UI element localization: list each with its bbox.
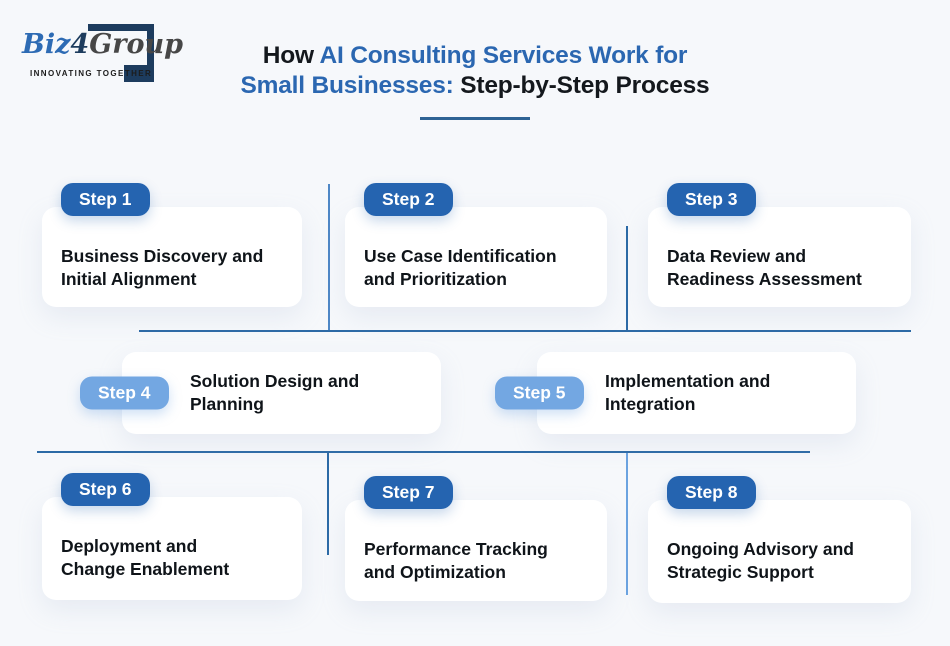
title-underline bbox=[420, 117, 530, 120]
step-badge-7: Step 7 bbox=[364, 476, 453, 509]
step-card-6: Step 6 Deployment and Change Enablement bbox=[42, 473, 302, 600]
title-part-highlight1: AI Consulting Services Work for bbox=[319, 42, 688, 69]
title-part-highlight2: Small Businesses: bbox=[240, 72, 454, 99]
step-label-8: Ongoing Advisory and Strategic Support bbox=[667, 539, 854, 583]
step-card-8: Step 8 Ongoing Advisory and Strategic Su… bbox=[648, 476, 911, 603]
divider-row3-right bbox=[626, 453, 628, 595]
logo-word-group: Group bbox=[89, 29, 184, 60]
step-badge-1: Step 1 bbox=[61, 183, 150, 216]
step-card-4: Step 4 Solution Design and Planning bbox=[80, 352, 441, 434]
connector-line-bottom bbox=[37, 451, 810, 453]
logo-word-biz: Biz bbox=[22, 29, 71, 60]
step-badge-2: Step 2 bbox=[364, 183, 453, 216]
step-label-5: Implementation and Integration bbox=[605, 370, 771, 414]
step-badge-6: Step 6 bbox=[61, 473, 150, 506]
step-badge-4: Step 4 bbox=[80, 376, 169, 410]
step-label-2: Use Case Identification and Prioritizati… bbox=[364, 246, 557, 290]
step-badge-3: Step 3 bbox=[667, 183, 756, 216]
title-part-process: Step-by-Step Process bbox=[453, 72, 710, 99]
step-label-6: Deployment and Change Enablement bbox=[61, 536, 230, 580]
step-label-1: Business Discovery and Initial Alignment bbox=[61, 246, 264, 290]
step-card-5: Step 5 Implementation and Integration bbox=[495, 352, 856, 434]
step-label-7: Performance Tracking and Optimization bbox=[364, 539, 548, 583]
biz4group-logo: Biz4Group INNOVATING TOGETHER bbox=[0, 0, 200, 110]
page-title: How AI Consulting Services Work for Smal… bbox=[0, 41, 950, 101]
step-card-7: Step 7 Performance Tracking and Optimiza… bbox=[345, 476, 607, 601]
step-card-1: Step 1 Business Discovery and Initial Al… bbox=[42, 183, 302, 307]
step-card-2: Step 2 Use Case Identification and Prior… bbox=[345, 183, 607, 307]
logo-wordmark: Biz4Group bbox=[22, 30, 183, 60]
step-badge-5: Step 5 bbox=[495, 376, 584, 410]
logo-word-four: 4 bbox=[70, 29, 90, 60]
title-part-how: How bbox=[262, 42, 320, 69]
step-label-3: Data Review and Readiness Assessment bbox=[667, 246, 862, 290]
logo-frame-icon bbox=[88, 24, 154, 82]
divider-row1-right bbox=[626, 226, 628, 330]
divider-row3-left bbox=[327, 453, 329, 555]
step-card-3: Step 3 Data Review and Readiness Assessm… bbox=[648, 183, 911, 307]
divider-row1-left bbox=[328, 184, 330, 330]
connector-line-top bbox=[139, 330, 911, 332]
step-badge-8: Step 8 bbox=[667, 476, 756, 509]
step-label-4: Solution Design and Planning bbox=[190, 370, 360, 414]
logo-tagline: INNOVATING TOGETHER bbox=[30, 69, 153, 78]
